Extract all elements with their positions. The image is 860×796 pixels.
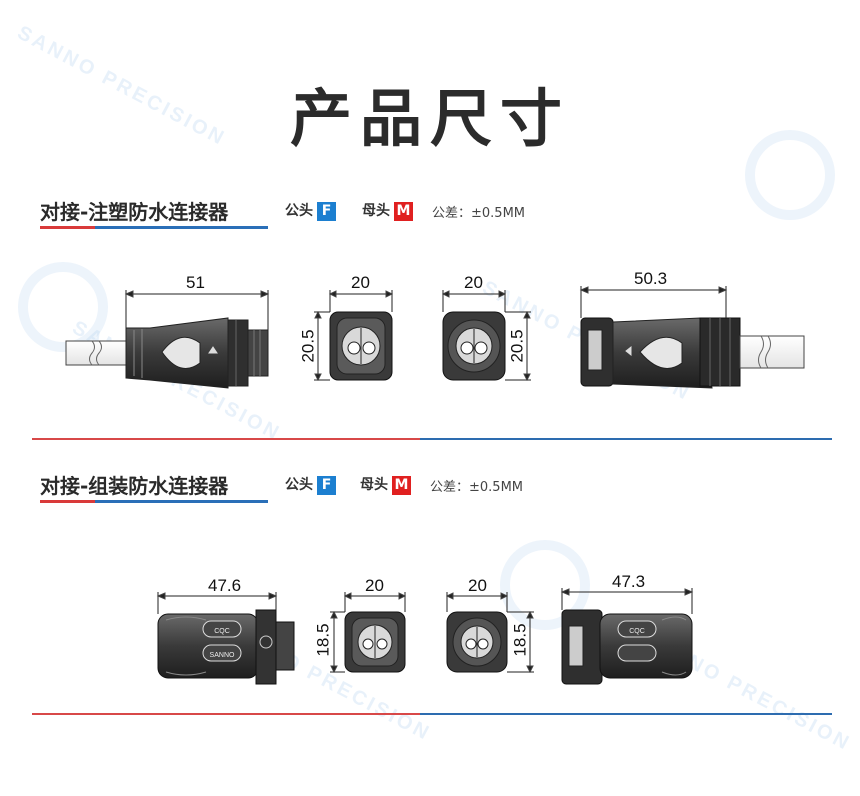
male-side-view-1 <box>65 290 270 389</box>
dim-male-front-height: 20.5 <box>298 329 318 363</box>
male-label: 公头 <box>285 203 313 219</box>
section-divider <box>32 438 832 440</box>
female-label: 母头 <box>362 203 390 219</box>
male-side-view-2 <box>156 592 295 685</box>
dim-female-side-length: 47.3 <box>612 572 646 591</box>
female-side-view-1 <box>579 286 805 389</box>
female-front-view-1 <box>441 290 531 382</box>
tolerance-note: 公差：±0.5MM <box>432 206 525 221</box>
title-underline <box>40 226 268 229</box>
female-badge: M <box>394 201 413 221</box>
dim-female-front-width: 20 <box>464 273 483 292</box>
tolerance-note: 公差：±0.5MM <box>430 480 523 495</box>
cqc-mark-label: CQC <box>629 628 645 635</box>
watermark-logo <box>500 540 590 630</box>
dim-male-front-height: 18.5 <box>313 623 333 657</box>
male-front-view-2 <box>330 592 407 674</box>
watermark-logo <box>745 130 835 220</box>
female-label: 母头 <box>360 477 388 493</box>
male-front-view-1 <box>314 290 394 382</box>
dim-male-side-length: 47.6 <box>208 576 242 595</box>
dim-female-front-height: 20.5 <box>507 329 527 363</box>
page-title: 产品尺寸 <box>289 82 570 155</box>
title-underline <box>40 500 268 503</box>
dim-male-side-length: 51 <box>186 273 205 292</box>
dim-male-front-width: 20 <box>351 273 370 292</box>
cqc-mark-label: CQC <box>214 628 230 635</box>
male-badge: F <box>317 201 336 221</box>
male-badge: F <box>317 475 336 495</box>
brand-mark-label: SANNO <box>210 652 235 659</box>
male-label: 公头 <box>285 477 313 493</box>
section-title: 对接-组装防水连接器 <box>40 474 229 498</box>
dim-male-front-width: 20 <box>365 576 384 595</box>
female-side-view-2 <box>560 588 694 685</box>
dim-female-front-width: 20 <box>468 576 487 595</box>
section-divider <box>32 713 832 715</box>
dim-female-front-height: 18.5 <box>510 623 530 657</box>
section-title: 对接-注塑防水连接器 <box>40 200 229 224</box>
female-badge: M <box>392 475 411 495</box>
watermark-logo <box>18 262 108 352</box>
dim-female-side-length: 50.3 <box>634 269 668 288</box>
female-front-view-2 <box>445 592 534 674</box>
